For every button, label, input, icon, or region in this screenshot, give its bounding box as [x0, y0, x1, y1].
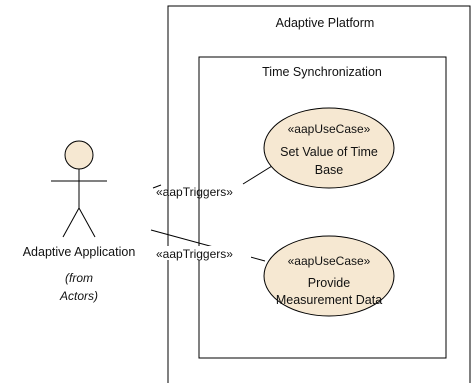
use-case-stereotype: «aapUseCase» — [288, 122, 371, 136]
boundary-time-synchronization[interactable]: Time Synchronization — [198, 56, 447, 359]
boundary-adaptive-platform-title: Adaptive Platform — [276, 16, 375, 30]
actor-adaptive-application[interactable]: Adaptive Application (from Actors) — [23, 140, 136, 303]
use-case-ellipse — [263, 107, 395, 189]
relation-line — [242, 165, 273, 185]
actor-right-leg — [78, 207, 96, 238]
use-case-provide-measurement-data[interactable]: «aapUseCase» Provide Measurement Data — [263, 235, 395, 317]
actor-head — [64, 140, 94, 170]
actor-name: Adaptive Application — [23, 245, 136, 259]
relation-label: «aapTriggers» — [156, 185, 233, 199]
relation-triggers-measurement[interactable]: «aapTriggers» — [150, 229, 266, 262]
use-case-name-line1: Set Value of Time — [280, 145, 378, 159]
relation-label-background — [155, 246, 251, 260]
actor-origin-line1: (from — [65, 271, 93, 285]
relation-line — [152, 184, 162, 189]
use-case-name-line2: Measurement Data — [276, 293, 382, 307]
actor-origin-line2: Actors) — [59, 289, 98, 303]
use-case-stereotype: «aapUseCase» — [288, 254, 371, 268]
use-case-set-value-of-time-base[interactable]: «aapUseCase» Set Value of Time Base — [263, 107, 395, 189]
relation-triggers-set-time[interactable]: «aapTriggers» — [152, 165, 273, 199]
boundary-time-synchronization-title: Time Synchronization — [262, 65, 382, 79]
relation-label: «aapTriggers» — [156, 247, 233, 261]
use-case-name-line1: Provide — [308, 276, 350, 290]
use-case-name-line2: Base — [315, 163, 344, 177]
use-case-ellipse — [263, 235, 395, 317]
actor-left-leg — [62, 207, 80, 238]
